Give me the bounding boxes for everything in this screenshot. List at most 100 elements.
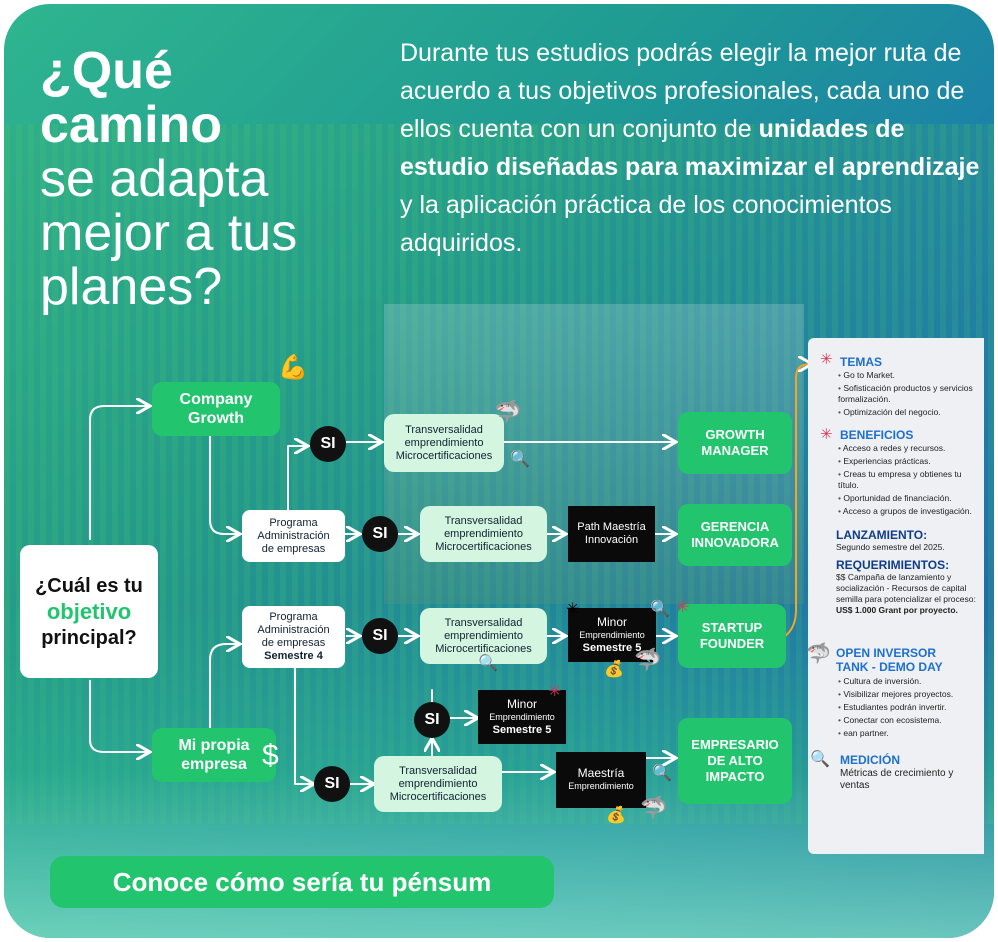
- transversalidad-node[interactable]: Transversalidad emprendimiento Microcert…: [384, 414, 504, 472]
- open-title-line1: OPEN INVERSOR: [836, 646, 937, 660]
- pensum-cta-button[interactable]: Conoce cómo sería tu pénsum: [50, 856, 554, 908]
- list-item: Cultura de inversión.: [838, 676, 978, 687]
- node-label: Microcertificaciones: [435, 642, 532, 655]
- question-line-3: principal?: [41, 626, 137, 649]
- medicion-text: Métricas de crecimiento y ventas: [840, 768, 954, 791]
- flower-icon: ✳: [676, 599, 690, 616]
- title-line-5: planes?: [40, 258, 223, 316]
- list-item: Optimización del negocio.: [838, 407, 978, 418]
- dollar-icon: $: [262, 739, 279, 772]
- node-label: EMPRESARIO: [691, 737, 779, 752]
- node-label: Emprendimiento: [579, 629, 645, 640]
- node-label: Maestría: [577, 766, 625, 780]
- node-label: Transversalidad: [444, 514, 523, 527]
- node-label: emprendimiento: [398, 777, 478, 790]
- si-badge: SI: [362, 618, 398, 654]
- requerimientos-title: REQUERIMIENTOS:: [836, 558, 950, 572]
- transversalidad-node[interactable]: Transversalidad emprendimiento Microcert…: [420, 608, 547, 664]
- list-item: Visibilizar mejores proyectos.: [838, 689, 978, 700]
- programa-admin-node[interactable]: Programa Administración de empresas: [242, 510, 345, 562]
- shark-icon: 🦈: [494, 399, 522, 424]
- node-label: Mi propia: [178, 737, 250, 754]
- node-label: DE ALTO: [707, 753, 763, 768]
- medicion-title: MEDICIÓN: [840, 753, 900, 767]
- lanzamiento-title: LANZAMIENTO:: [836, 528, 928, 542]
- startup-founder-node[interactable]: STARTUP FOUNDER: [678, 604, 786, 668]
- title-line-4: mejor a tus: [40, 204, 298, 262]
- magnifier-chart-icon: 🔍: [510, 451, 530, 468]
- beneficios-list: Acceso a redes y recursos. Experiencias …: [838, 443, 978, 519]
- node-label-bold: Semestre 5: [582, 641, 642, 654]
- list-item: Creas tu empresa y obtienes tu título.: [838, 469, 978, 491]
- company-growth-node[interactable]: Company Growth: [152, 382, 280, 436]
- node-label: emprendimiento: [444, 629, 523, 642]
- mi-propia-empresa-node[interactable]: Mi propia empresa: [152, 728, 276, 782]
- node-label: Emprendimiento: [489, 711, 555, 722]
- shark-icon: 🦈: [806, 643, 831, 665]
- question-accent: objetivo: [46, 598, 132, 624]
- minor-emprendimiento-node[interactable]: Minor Emprendimiento Semestre 5: [478, 690, 566, 744]
- intro-text-1: Durante tus estudios podrás elegir la me…: [400, 39, 965, 143]
- open-inversor-list: Cultura de inversión. Visibilizar mejore…: [838, 676, 978, 741]
- flower-icon: ✳: [548, 683, 562, 700]
- node-label: Minor: [506, 696, 537, 711]
- node-label-bold: Semestre 4: [264, 650, 323, 662]
- node-label: Programa: [269, 516, 318, 529]
- question-line-1: ¿Cuál es tu: [35, 574, 143, 597]
- node-label: IMPACTO: [705, 769, 765, 784]
- list-item: Go to Market.: [838, 370, 978, 381]
- intro-paragraph: Durante tus estudios podrás elegir la me…: [400, 34, 985, 262]
- list-item: Estudiantes podrán invertir.: [838, 702, 978, 713]
- beneficios-title: BENEFICIOS: [840, 428, 914, 442]
- flower-icon: ✳: [820, 426, 833, 443]
- node-label: Company: [179, 391, 253, 408]
- list-item: Experiencias prácticas.: [838, 456, 978, 467]
- node-label: Innovación: [584, 534, 639, 546]
- shark-icon: 🦈: [640, 795, 668, 820]
- list-item: Oportunidad de financiación.: [838, 493, 978, 504]
- transversalidad-node[interactable]: Transversalidad emprendimiento Microcert…: [420, 506, 547, 562]
- flexed-arm-icon: 💪: [278, 354, 308, 381]
- path-maestria-node[interactable]: Path Maestría Innovación: [568, 506, 655, 562]
- gerencia-innovadora-node[interactable]: GERENCIA INNOVADORA: [678, 504, 792, 566]
- empresario-alto-impacto-node[interactable]: EMPRESARIO DE ALTO IMPACTO: [678, 718, 792, 804]
- title-line-1: ¿Qué: [40, 42, 173, 100]
- node-label: Administración: [257, 624, 330, 636]
- node-label: GROWTH: [705, 427, 765, 442]
- minor-emprendimiento-node[interactable]: Minor Emprendimiento Semestre 5: [568, 608, 656, 662]
- magnifier-chart-icon: 🔍: [478, 655, 498, 672]
- requerimientos-text: $$ Campaña de lanzamiento y socializació…: [836, 572, 976, 616]
- flower-icon: ✳: [820, 351, 833, 368]
- si-badge: SI: [414, 702, 450, 738]
- node-label: Microcertificaciones: [435, 540, 532, 553]
- magnifier-chart-icon: 🔍: [810, 751, 830, 768]
- shark-icon: 🦈: [634, 647, 662, 672]
- node-label: STARTUP: [701, 620, 763, 635]
- node-label: GERENCIA: [700, 519, 770, 534]
- si-badge: SI: [310, 426, 346, 462]
- flower-icon: ✳: [566, 601, 580, 618]
- maestria-emprendimiento-node[interactable]: Maestría Emprendimiento: [556, 752, 646, 808]
- growth-manager-node[interactable]: GROWTH MANAGER: [678, 412, 792, 474]
- si-badge: SI: [314, 766, 350, 802]
- info-panel: [808, 338, 984, 854]
- node-label: Minor: [596, 614, 627, 629]
- node-label: empresa: [181, 756, 247, 773]
- temas-title: TEMAS: [840, 355, 882, 369]
- list-item: ean partner.: [838, 728, 978, 739]
- transversalidad-node[interactable]: Transversalidad emprendimiento Microcert…: [374, 756, 502, 812]
- node-label-bold: Semestre 5: [492, 723, 552, 736]
- page-title: ¿Qué camino se adapta mejor a tus planes…: [40, 44, 297, 314]
- node-label: Transversalidad: [444, 616, 523, 629]
- list-item: Acceso a redes y recursos.: [838, 443, 978, 454]
- programa-admin-semestre4-node[interactable]: Programa Administración de empresas Seme…: [242, 606, 345, 668]
- si-badge: SI: [362, 516, 398, 552]
- node-label: Emprendimiento: [568, 781, 634, 791]
- list-item: Acceso a grupos de investigación.: [838, 506, 978, 517]
- node-label: Transversalidad: [405, 423, 483, 436]
- node-label: Growth: [188, 410, 244, 427]
- investor-icon: 💰: [604, 661, 624, 678]
- node-label: Transversalidad: [399, 764, 477, 777]
- node-label: de empresas: [261, 542, 326, 555]
